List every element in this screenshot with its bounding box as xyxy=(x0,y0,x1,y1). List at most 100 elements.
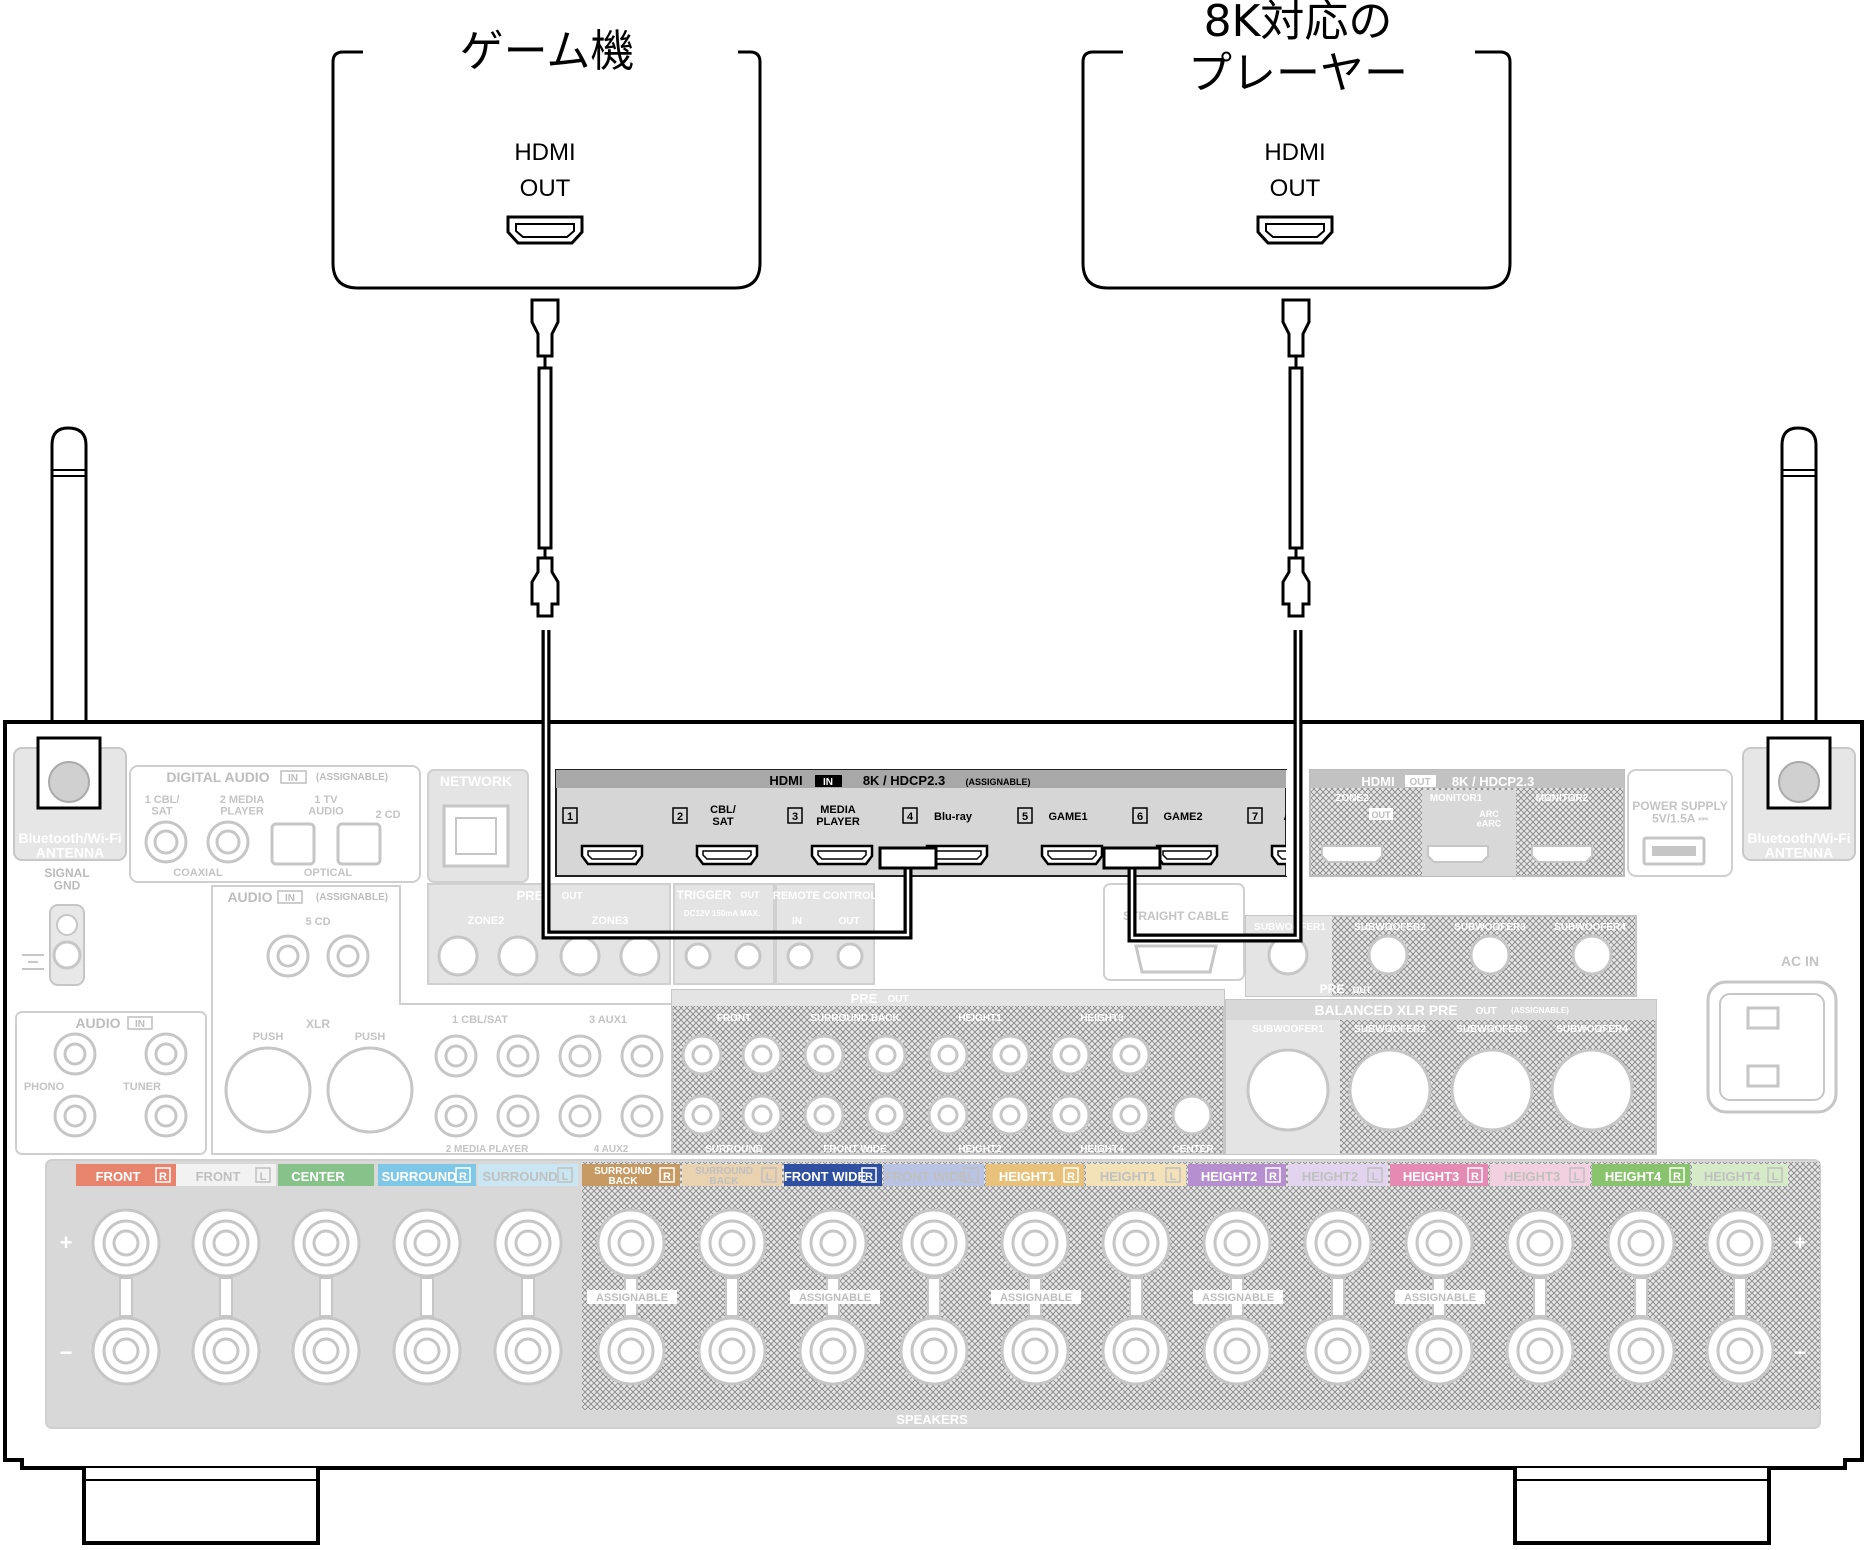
channel-side: R xyxy=(159,1171,167,1183)
channel-label-bg xyxy=(682,1164,782,1186)
svg-text:+: + xyxy=(60,1230,73,1255)
rca-jack xyxy=(865,1094,907,1136)
channel-label-bg xyxy=(784,1164,882,1186)
channel-side: R xyxy=(865,1171,873,1183)
channel-label-bg xyxy=(1390,1164,1488,1186)
svg-text:IN: IN xyxy=(792,916,802,927)
hdmi-cable-game xyxy=(530,298,938,940)
speaker-terminal-9: HEIGHT1 R xyxy=(986,1164,1084,1386)
hdmi-out-port-icon xyxy=(1256,215,1334,245)
svg-text:2 CD: 2 CD xyxy=(375,809,400,821)
rca-jack xyxy=(803,1034,845,1076)
assignable-label: ASSIGNABLE xyxy=(1000,1292,1072,1304)
assignable-bar xyxy=(1193,1290,1283,1304)
svg-text:8K / HDCP2.3: 8K / HDCP2.3 xyxy=(863,773,945,788)
svg-text:IN: IN xyxy=(288,773,298,784)
svg-text:OUT: OUT xyxy=(1372,810,1392,820)
port-number: 3 xyxy=(792,811,798,823)
svg-text:2 MEDIA PLAYER: 2 MEDIA PLAYER xyxy=(446,1144,529,1155)
svg-text:8K / HDCP2.3: 8K / HDCP2.3 xyxy=(1452,774,1534,789)
svg-text:PUSH: PUSH xyxy=(355,1031,386,1043)
svg-text:1 CBL/SAT: 1 CBL/SAT xyxy=(145,794,180,818)
rca-jack xyxy=(741,1034,783,1076)
channel-name: HEIGHT1 xyxy=(1100,1169,1156,1184)
digital-audio-in-panel: DIGITAL AUDIO IN (ASSIGNABLE) 1 CBL/SAT … xyxy=(129,765,421,883)
svg-text:TUNER: TUNER xyxy=(123,1081,161,1093)
port-name: Blu-ray xyxy=(934,811,973,823)
svg-text:COAXIAL: COAXIAL xyxy=(173,867,223,879)
svg-text:DC12V 150mA MAX.: DC12V 150mA MAX. xyxy=(684,909,760,918)
channel-name: HEIGHT1 xyxy=(999,1169,1055,1184)
rca-jack xyxy=(681,1034,723,1076)
svg-text:AUDIO: AUDIO xyxy=(227,889,272,905)
channel-label-bg xyxy=(1086,1164,1186,1186)
right-foot xyxy=(1513,1468,1771,1545)
assignable-bar xyxy=(587,1290,677,1304)
port-number: 4 xyxy=(907,811,914,823)
svg-text:SUBWOOFER2: SUBWOOFER2 xyxy=(1354,1024,1426,1035)
svg-text:PRE: PRE xyxy=(1320,982,1345,996)
audio-in-assignable: AUDIO IN (ASSIGNABLE) 5 CD XLR PUSH PUSH… xyxy=(211,885,677,1155)
left-foot xyxy=(82,1468,320,1545)
svg-text:+: + xyxy=(1794,1230,1807,1255)
rca-jack xyxy=(927,1094,969,1136)
svg-text:ZONE3: ZONE3 xyxy=(592,915,629,927)
channel-label-bg xyxy=(884,1164,984,1186)
port-label-hdmi: HDMI xyxy=(514,139,575,166)
rca-jack xyxy=(927,1034,969,1076)
channel-label-bg xyxy=(582,1164,680,1186)
rca-jack xyxy=(865,1034,907,1076)
svg-text:OUT: OUT xyxy=(1409,777,1430,788)
svg-text:XLR: XLR xyxy=(306,1017,330,1031)
channel-label-bg xyxy=(478,1164,578,1186)
channel-name: HEIGHT4 xyxy=(1605,1169,1662,1184)
hdmi-socket xyxy=(580,844,644,866)
channel-name: FRONT xyxy=(96,1169,141,1184)
device-title-line1: 8K対応の xyxy=(1204,0,1393,47)
port-number: 7 xyxy=(1252,811,1258,823)
svg-text:5 CD: 5 CD xyxy=(305,916,330,928)
svg-text:PRE: PRE xyxy=(517,888,544,903)
svg-text:HEIGHT4: HEIGHT4 xyxy=(1080,1144,1124,1155)
svg-text:IN: IN xyxy=(285,893,295,904)
channel-side: R xyxy=(459,1171,467,1183)
port-number: 5 xyxy=(1022,811,1028,823)
svg-text:SUBWOOFER2: SUBWOOFER2 xyxy=(1354,922,1426,933)
svg-text:MONITOR2: MONITOR2 xyxy=(1536,793,1589,804)
channel-side: R xyxy=(1067,1171,1075,1183)
rca-jack xyxy=(1109,1094,1151,1136)
channel-side: L xyxy=(766,1171,773,1183)
channel-name: SURROUND xyxy=(381,1169,456,1184)
channel-name: HEIGHT3 xyxy=(1403,1169,1459,1184)
channel-label-bg xyxy=(76,1164,176,1186)
svg-text:FRONT: FRONT xyxy=(717,1013,751,1024)
channel-name: HEIGHT2 xyxy=(1201,1169,1257,1184)
channel-name: FRONT WIDE xyxy=(784,1169,867,1184)
svg-text:TRIGGER: TRIGGER xyxy=(677,888,732,902)
channel-side: R xyxy=(1673,1171,1681,1183)
channel-label-bg xyxy=(1592,1164,1690,1186)
rca-jack xyxy=(681,1094,723,1136)
rca-jack xyxy=(803,1094,845,1136)
svg-text:PHONO: PHONO xyxy=(24,1081,65,1093)
channel-label-bg xyxy=(278,1164,374,1186)
channel-side: L xyxy=(1372,1171,1379,1183)
svg-text:SPEAKERS: SPEAKERS xyxy=(896,1412,968,1427)
